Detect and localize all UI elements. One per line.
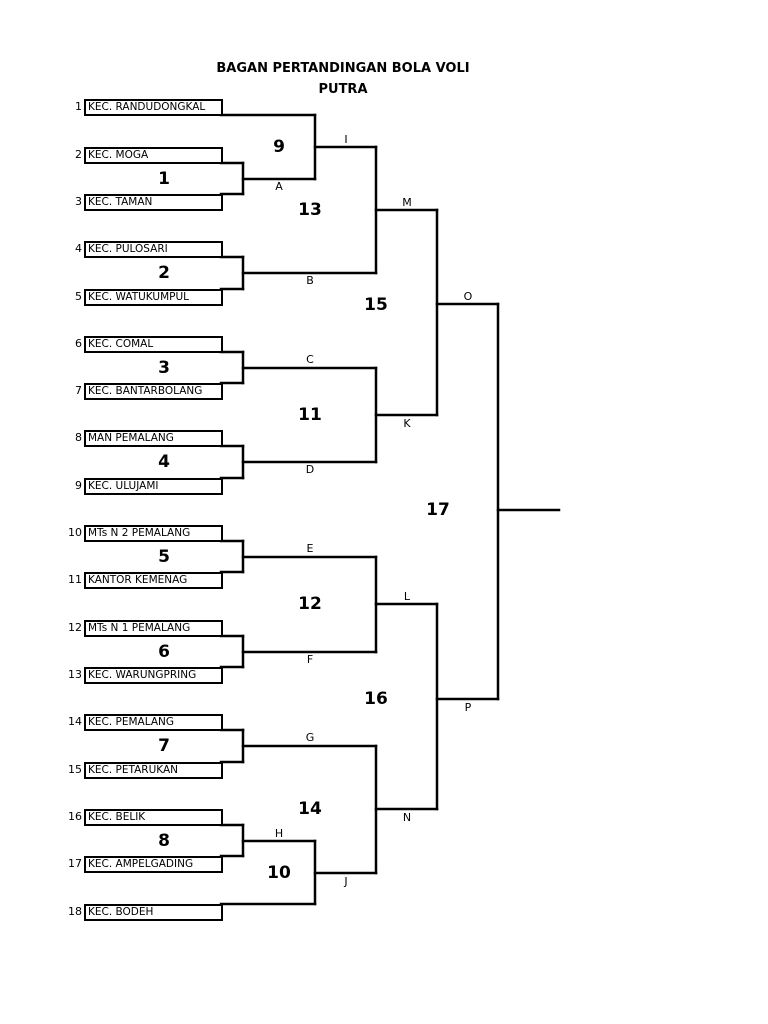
seed-number: 11 [68, 573, 82, 586]
team-name-box: KEC. RANDUDONGKAL [84, 99, 223, 116]
team-name-box: KEC. PEMALANG [84, 714, 223, 731]
slot-label-h: H [274, 827, 284, 840]
match-number-10: 10 [267, 863, 291, 883]
team-name-box: KEC. ULUJAMI [84, 478, 223, 495]
match-number-3: 3 [158, 358, 170, 378]
team-name-box: MTs N 2 PEMALANG [84, 525, 223, 542]
team-name-box: MAN PEMALANG [84, 430, 223, 447]
match-number-17: 17 [426, 500, 450, 520]
slot-label-f: F [306, 653, 314, 666]
team-name-box: KEC. BODEH [84, 904, 223, 921]
seed-number: 8 [75, 431, 82, 444]
slot-label-o: O [463, 290, 473, 303]
slot-label-m: M [402, 196, 412, 209]
seed-number: 17 [68, 857, 82, 870]
team-name-box: KEC. MOGA [84, 147, 223, 164]
bracket-title: BAGAN PERTANDINGAN BOLA VOLI [216, 61, 470, 76]
team-name-box: KANTOR KEMENAG [84, 572, 223, 589]
match-number-13: 13 [298, 200, 322, 220]
match-number-2: 2 [158, 263, 170, 283]
team-name-box: KEC. BELIK [84, 809, 223, 826]
slot-label-a: A [275, 180, 283, 193]
seed-number: 15 [68, 763, 82, 776]
team-name-box: KEC. WARUNGPRING [84, 667, 223, 684]
slot-label-e: E [306, 542, 314, 555]
seed-number: 14 [68, 715, 82, 728]
team-name-box: KEC. TAMAN [84, 194, 223, 211]
team-name-box: KEC. WATUKUMPUL [84, 289, 223, 306]
seed-number: 3 [75, 195, 82, 208]
seed-number: 16 [68, 810, 82, 823]
slot-label-i: I [344, 133, 348, 146]
seed-number: 10 [68, 526, 82, 539]
match-number-8: 8 [158, 831, 170, 851]
seed-number: 1 [75, 100, 82, 113]
match-number-9: 9 [273, 137, 285, 157]
seed-number: 13 [68, 668, 82, 681]
slot-label-n: N [402, 811, 412, 824]
match-number-7: 7 [158, 736, 170, 756]
slot-label-d: D [305, 463, 315, 476]
team-name-box: KEC. PULOSARI [84, 241, 223, 258]
seed-number: 12 [68, 621, 82, 634]
match-number-6: 6 [158, 642, 170, 662]
seed-number: 4 [75, 242, 82, 255]
slot-label-p: P [464, 701, 472, 714]
team-name-box: KEC. AMPELGADING [84, 856, 223, 873]
match-number-11: 11 [298, 405, 322, 425]
slot-label-k: K [403, 417, 411, 430]
match-number-1: 1 [158, 169, 170, 189]
seed-number: 5 [75, 290, 82, 303]
match-number-12: 12 [298, 594, 322, 614]
match-number-16: 16 [364, 689, 388, 709]
slot-label-l: L [403, 590, 411, 603]
match-number-4: 4 [158, 452, 170, 472]
team-name-box: KEC. PETARUKAN [84, 762, 223, 779]
slot-label-b: B [306, 274, 314, 287]
slot-label-g: G [305, 731, 315, 744]
seed-number: 6 [75, 337, 82, 350]
slot-label-j: J [344, 875, 348, 888]
team-name-box: KEC. BANTARBOLANG [84, 383, 223, 400]
seed-number: 9 [75, 479, 82, 492]
team-name-box: KEC. COMAL [84, 336, 223, 353]
match-number-14: 14 [298, 799, 322, 819]
seed-number: 2 [75, 148, 82, 161]
slot-label-c: C [306, 353, 314, 366]
seed-number: 7 [75, 384, 82, 397]
bracket-subtitle: PUTRA [318, 82, 368, 97]
match-number-15: 15 [364, 295, 388, 315]
seed-number: 18 [68, 905, 82, 918]
match-number-5: 5 [158, 547, 170, 567]
team-name-box: MTs N 1 PEMALANG [84, 620, 223, 637]
